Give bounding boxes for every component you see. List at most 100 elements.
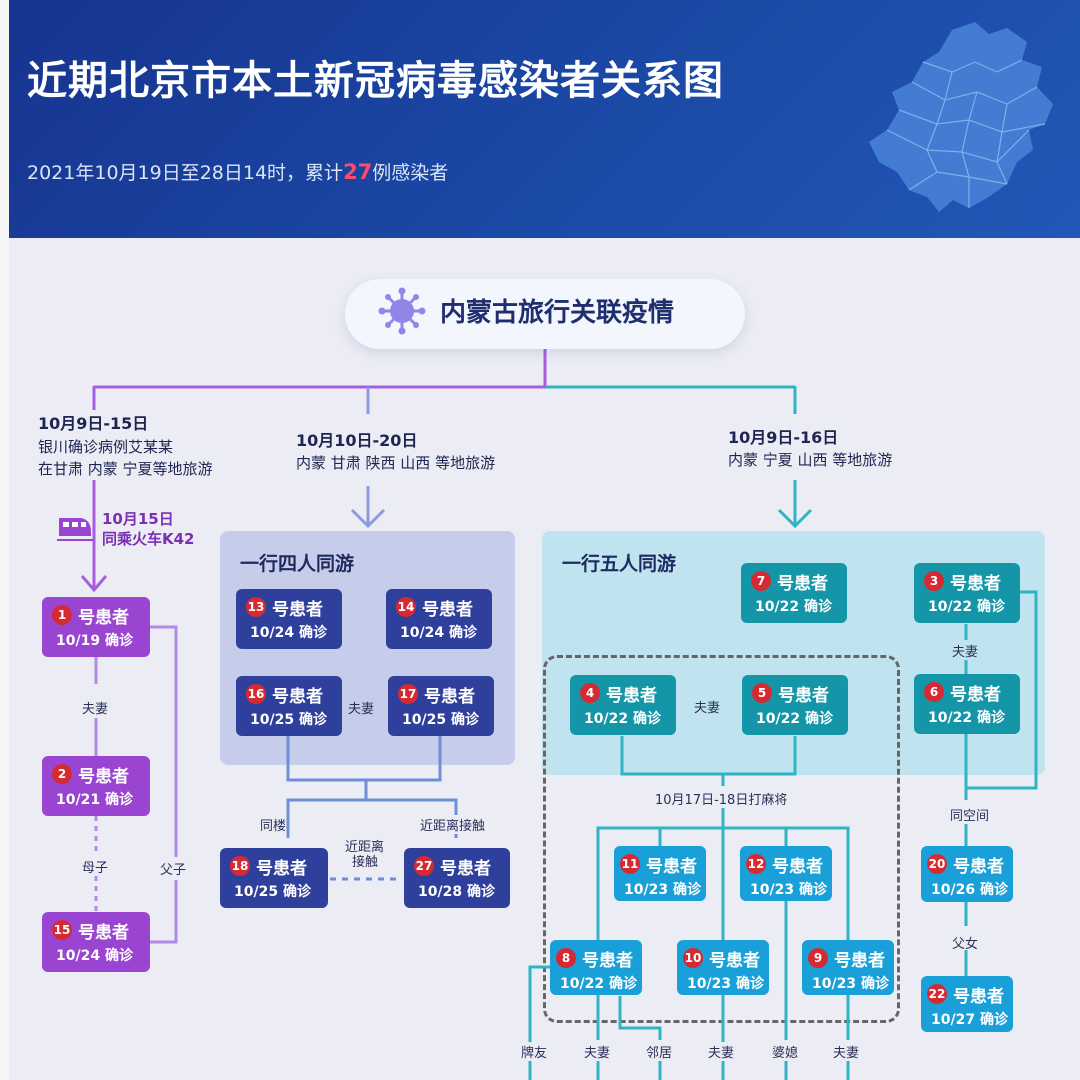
rel-fuqi-1-2: 夫妻 [82,702,109,717]
patient-suffix: 号患者 [709,950,760,971]
group-four-title: 一行四人同游 [240,553,355,575]
rel-fuzi: 父子 [160,857,187,880]
right-branch-dates: 10月9日-16日 [728,428,839,447]
patient-card-10: 10 号患者 10/23 确诊 [677,940,769,995]
confirm-date: 10/22 确诊 [756,711,833,727]
confirm-date: 10/24 确诊 [56,948,133,964]
middle-branch-line1: 内蒙 甘肃 陕西 山西 等地旅游 [296,454,496,472]
confirm-date: 10/23 确诊 [687,976,764,992]
patient-number: 2 [52,764,72,784]
confirm-date: 10/23 确诊 [812,976,889,992]
patient-card-1: 1 号患者 10/19 确诊 [42,597,150,657]
patient-number: 12 [746,854,766,874]
patient-number: 13 [246,597,266,617]
patient-number: 5 [752,683,772,703]
patient-card-14: 14 号患者 10/24 确诊 [386,589,492,649]
rel-jinjuli: 近距离接触 [420,815,486,834]
patient-suffix: 号患者 [582,950,633,971]
header-banner: 近期北京市本土新冠病毒感染者关系图 2021年10月19日至28日14时，累计2… [9,0,1080,238]
rel-poxi: 婆媳 [772,1042,799,1061]
patient-number: 6 [924,682,944,702]
confirm-date: 10/23 确诊 [624,882,701,898]
patient-number: 7 [751,571,771,591]
confirm-date: 10/28 确诊 [418,884,495,900]
patient-suffix: 号患者 [272,599,323,620]
patient-card-17: 17 号患者 10/25 确诊 [388,676,494,736]
confirm-date: 10/25 确诊 [402,712,479,728]
patient-suffix: 号患者 [272,686,323,707]
patient-suffix: 号患者 [78,607,129,628]
confirm-date: 10/22 确诊 [755,599,832,615]
patient-suffix: 号患者 [950,573,1001,594]
page-title: 近期北京市本土新冠病毒感染者关系图 [27,58,724,104]
confirm-date: 10/22 确诊 [928,710,1005,726]
beijing-map-icon [869,22,1053,212]
confirm-date: 10/22 确诊 [928,599,1005,615]
rel-jinjuli-b: 接触 [352,855,379,870]
confirm-date: 10/19 确诊 [56,633,133,649]
patient-number: 16 [246,684,266,704]
rel-fuqi-10: 夫妻 [708,1042,735,1061]
patient-suffix: 号患者 [78,922,129,943]
train-date: 10月15日 [102,510,174,528]
patient-number: 4 [580,683,600,703]
rel-mahjong: 10月17日-18日打麻将 [655,793,788,808]
patient-number: 15 [52,920,72,940]
page-subtitle: 2021年10月19日至28日14时，累计27例感染者 [27,158,448,185]
patient-suffix: 号患者 [78,766,129,787]
virus-icon [378,287,426,335]
patient-card-12: 12 号患者 10/23 确诊 [740,846,832,901]
train-text: 同乘火车K42 [102,530,195,548]
confirm-date: 10/22 确诊 [584,711,661,727]
patient-card-5: 5 号患者 10/22 确诊 [742,675,848,735]
patient-suffix: 号患者 [953,856,1004,877]
patient-card-15: 15 号患者 10/24 确诊 [42,912,150,972]
patient-number: 20 [927,854,947,874]
rel-fuqi-16-17: 夫妻 [348,702,375,717]
rel-jinjuli-a: 近距离 [345,840,385,855]
theme-label: 内蒙古旅行关联疫情 [440,298,675,328]
patient-number: 14 [396,597,416,617]
rel-funv: 父女 [952,937,979,952]
rel-fuqi-3-6: 夫妻 [952,645,979,660]
patient-card-16: 16 号患者 10/25 确诊 [236,676,342,736]
left-branch-line1: 银川确诊病例艾某某 [38,438,174,456]
middle-branch-dates: 10月10日-20日 [296,431,418,450]
patient-number: 17 [398,684,418,704]
case-count: 27 [343,160,373,184]
confirm-date: 10/25 确诊 [250,712,327,728]
confirm-date: 10/24 确诊 [400,625,477,641]
patient-number: 27 [414,856,434,876]
patient-number: 10 [683,948,703,968]
confirm-date: 10/23 确诊 [750,882,827,898]
confirm-date: 10/27 确诊 [931,1012,1008,1028]
patient-number: 8 [556,948,576,968]
patient-suffix: 号患者 [422,599,473,620]
rel-fuqi-8: 夫妻 [584,1042,611,1061]
patient-suffix: 号患者 [778,685,829,706]
group-five-title: 一行五人同游 [562,553,677,575]
patient-suffix: 号患者 [953,986,1004,1007]
confirm-date: 10/24 确诊 [250,625,327,641]
rel-linju: 邻居 [646,1042,673,1061]
patient-card-13: 13 号患者 10/24 确诊 [236,589,342,649]
patient-number: 18 [230,856,250,876]
patient-suffix: 号患者 [646,856,697,877]
patient-suffix: 号患者 [772,856,823,877]
patient-suffix: 号患者 [424,686,475,707]
patient-number: 1 [52,605,72,625]
patient-card-8: 8 号患者 10/22 确诊 [550,940,642,995]
confirm-date: 10/22 确诊 [560,976,637,992]
patient-number: 3 [924,571,944,591]
patient-suffix: 号患者 [440,858,491,879]
left-branch-line2: 在甘肃 内蒙 宁夏等地旅游 [38,460,213,478]
confirm-date: 10/25 确诊 [234,884,311,900]
